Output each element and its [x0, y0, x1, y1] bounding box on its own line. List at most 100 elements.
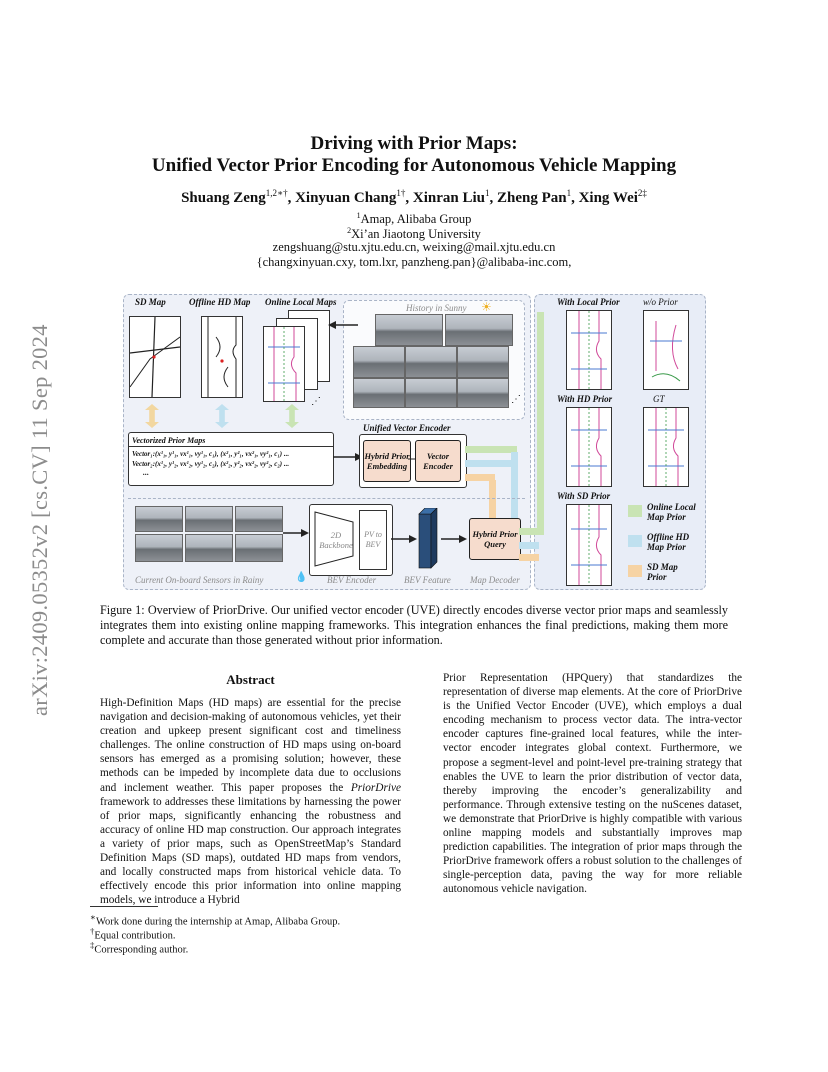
legend-swatch-green	[628, 505, 642, 517]
legend-label: Online Local Map Prior	[647, 502, 696, 522]
vectorized-prior-maps-box: Vectorized Prior Maps Vector₁:(x¹₁, y¹₁,…	[128, 432, 334, 486]
sensor-photo	[235, 506, 283, 532]
result-label: With HD Prior	[557, 394, 613, 404]
abstract-text: framework to addresses these limitations…	[100, 795, 401, 907]
sun-icon: ☀	[481, 300, 492, 314]
author-name: Xing Wei	[578, 190, 638, 206]
arrow-updown	[215, 404, 229, 428]
online-local-map-tile	[263, 326, 305, 402]
paper-title-line1: Driving with Prior Maps:	[310, 133, 518, 154]
backbone-trapezoid	[314, 511, 354, 567]
arrow-to-backbone	[283, 529, 309, 537]
offline-hd-map-tile	[201, 316, 243, 398]
vector-row: Vector₂:(x¹₂, y¹₂, vx¹₂, vy¹₂, c₂), (x²₂…	[132, 460, 290, 468]
more-dots: ⋰	[511, 394, 521, 405]
result-map-local	[566, 310, 612, 390]
sensor-photo	[185, 506, 233, 532]
result-map-drawing	[648, 408, 684, 486]
affiliation-text: Xi’an Jiaotong University	[351, 227, 481, 242]
history-photo	[353, 346, 405, 378]
result-map-drawing	[650, 321, 682, 382]
vectorized-title: Vectorized Prior Maps	[132, 436, 206, 445]
footnote-mark: ‡	[90, 940, 95, 950]
result-map-hd	[566, 407, 612, 487]
sensor-photo	[185, 534, 233, 562]
footnote-text: Corresponding author.	[94, 944, 189, 956]
pipe-blue	[465, 460, 511, 467]
history-photo	[457, 378, 509, 408]
footnote: ‡Corresponding author.	[90, 939, 188, 957]
pipe-blue	[519, 542, 539, 549]
more-dots: ⋰	[311, 396, 321, 407]
pipe-blue	[511, 452, 518, 520]
author-sup: 1†	[396, 188, 406, 198]
history-photo	[405, 346, 457, 378]
pipe-orange	[519, 554, 539, 561]
legend-label: Offline HD Map Prior	[647, 532, 690, 552]
result-map-gt	[643, 407, 689, 487]
author-sup: 1,2∗†	[265, 188, 288, 198]
result-label: With Local Prior	[557, 297, 620, 307]
result-map-sd	[566, 504, 612, 586]
email-line: {changxinyuan.cxy, tom.lxr, panzheng.pan…	[256, 255, 572, 269]
hybrid-prior-embedding-box: Hybrid Prior Embedding	[363, 440, 411, 482]
history-arrow	[328, 321, 358, 329]
result-map-no-prior	[643, 310, 689, 390]
arrow-to-decoder	[441, 535, 467, 543]
author-list: Shuang Zeng1,2∗†, Xinyuan Chang1†, Xinra…	[181, 188, 647, 206]
affiliation: 2Xi’an Jiaotong University	[0, 224, 828, 242]
uve-title: Unified Vector Encoder	[363, 423, 451, 433]
figure-caption: Figure 1: Overview of PriorDrive. Our un…	[100, 603, 728, 647]
offline-hd-map-drawing	[207, 317, 237, 397]
result-label: GT	[653, 394, 665, 404]
legend-swatch-orange	[628, 565, 642, 577]
sd-map-label: SD Map	[135, 297, 166, 307]
author-name: Shuang Zeng	[181, 190, 266, 206]
pipe-green	[465, 446, 517, 453]
sd-map-tile	[129, 316, 181, 398]
affiliation: 1Amap, Alibaba Group	[0, 209, 828, 227]
paper-title-line2: Unified Vector Prior Encoding for Autono…	[151, 155, 677, 176]
pipe-green	[519, 528, 539, 535]
arrow-updown	[145, 404, 159, 428]
affiliation-sup: 2	[347, 226, 352, 235]
abstract-text: Prior Representation (HPQuery) that stan…	[443, 672, 742, 896]
pv-to-bev-box: PV to BEV	[359, 510, 387, 570]
sensor-photo	[235, 534, 283, 562]
result-map-drawing	[571, 408, 607, 486]
abstract-column-left: High-Definition Maps (HD maps) are essen…	[100, 696, 401, 907]
footnote: †Equal contribution.	[90, 925, 175, 943]
author-sup: 1	[566, 188, 572, 198]
pipe-orange	[489, 480, 496, 520]
result-map-drawing	[571, 311, 607, 389]
affiliation-text: Amap, Alibaba Group	[360, 212, 472, 227]
abstract-column-right: Prior Representation (HPQuery) that stan…	[443, 671, 742, 897]
vector-row: ...	[143, 468, 149, 477]
abstract-emphasis: PriorDrive	[350, 781, 402, 794]
arxiv-identifier: arXiv:2409.05352v2 [cs.CV] 11 Sep 2024	[27, 324, 52, 716]
result-map-drawing	[571, 505, 607, 585]
footnote-mark: †	[90, 926, 95, 936]
history-photo	[445, 314, 513, 346]
affiliation-sup: 1	[356, 211, 361, 220]
map-decoder-label: Map Decoder	[470, 575, 520, 585]
bev-feature-label: BEV Feature	[404, 575, 451, 585]
legend-label: SD Map Prior	[647, 562, 678, 582]
overview-figure: SD Map Offline HD Map Online Local Maps …	[123, 292, 706, 592]
footnote-mark: ∗	[90, 912, 96, 922]
arrow-updown	[285, 404, 299, 428]
section-divider	[128, 498, 525, 499]
footnote-text: Work done during the internship at Amap,…	[95, 916, 341, 928]
result-label: With SD Prior	[557, 491, 611, 501]
history-photo	[353, 378, 405, 408]
raindrop-icon: 💧	[295, 572, 308, 583]
online-local-map-drawing	[268, 327, 300, 401]
vector-encoder-box: Vector Encoder	[415, 440, 461, 482]
offline-hd-map-label: Offline HD Map	[189, 297, 251, 307]
vector-row: Vector₁:(x¹₁, y¹₁, vx¹₁, vy¹₁, c₁), (x²₁…	[132, 450, 290, 458]
author-name: Xinran Liu	[412, 190, 485, 206]
hybrid-prior-query-box: Hybrid Prior Query	[469, 518, 521, 560]
pipe-orange	[465, 474, 495, 481]
author-sup: 2‡	[637, 188, 647, 198]
email-line: zengshuang@stu.xjtu.edu.cn, weixing@mail…	[272, 240, 556, 254]
